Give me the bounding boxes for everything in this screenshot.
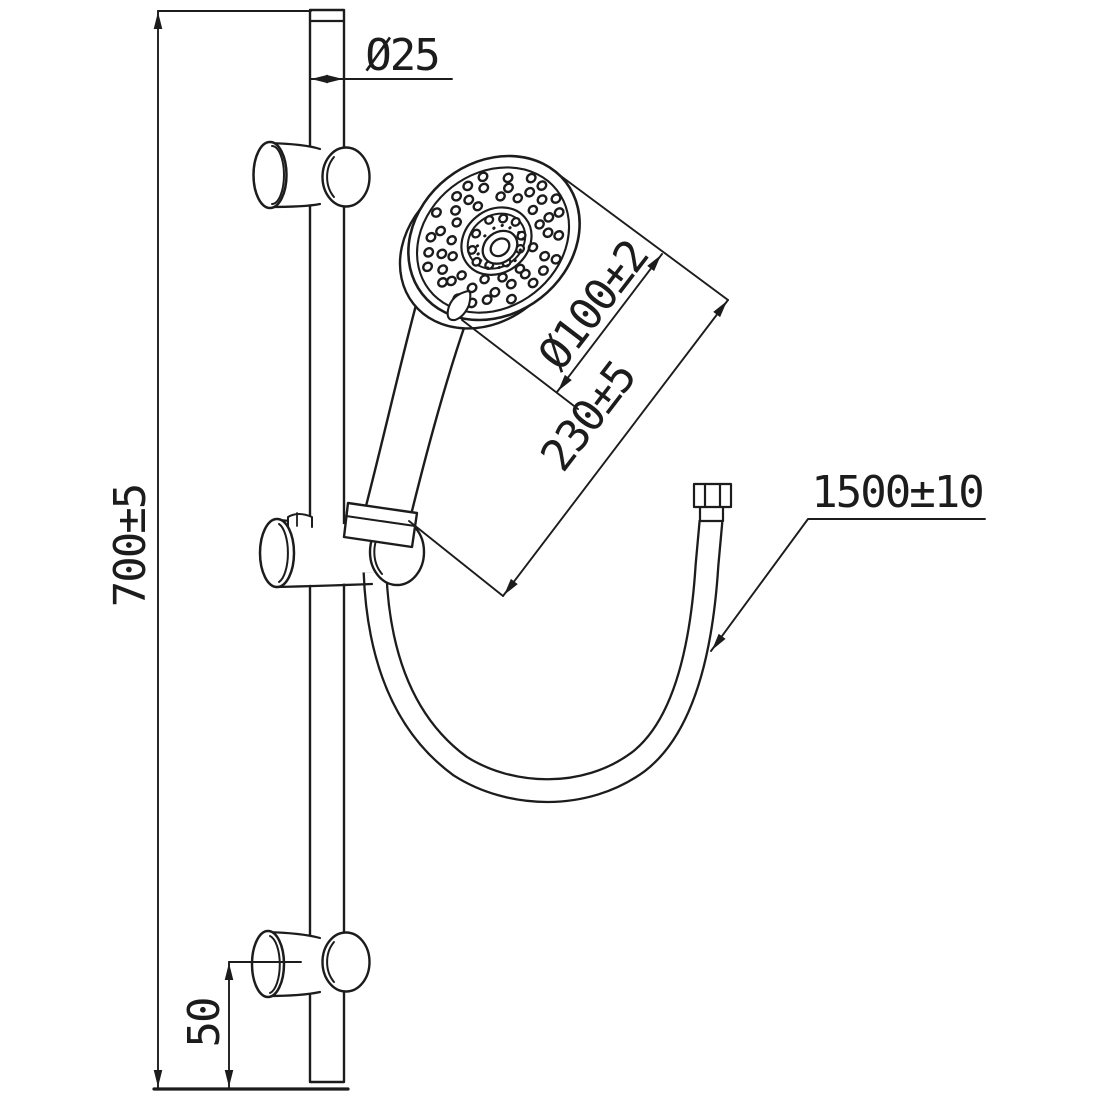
hose-fitting: [692, 482, 733, 523]
fitting-hex-nut: [692, 482, 733, 509]
dim-line-230: [502, 299, 729, 597]
dimension-arrowheads: [153, 12, 727, 1087]
ext-line-head-bottom: [461, 319, 579, 410]
ext-line-head-top: [549, 167, 729, 301]
hand-shower-head: [398, 154, 581, 330]
holder-flange-lip: [278, 523, 289, 583]
bracket-flange-lip: [271, 145, 285, 205]
dim-label-rail-length: 700±5: [105, 484, 156, 608]
nut-band-line: [345, 515, 416, 527]
bracket-cap-lip: [326, 941, 335, 983]
head-center-hole: [489, 237, 511, 258]
bottom-bracket: [250, 929, 371, 999]
dim-label-hose-length: 1500±10: [811, 467, 984, 518]
boss-dot-ring: [475, 223, 525, 270]
ext-line-handle-bottom: [408, 520, 504, 597]
head-mid-ring-outer: [460, 206, 533, 276]
leader-line-hose: [710, 518, 986, 652]
dim-label-rail-diameter: Ø25: [365, 30, 440, 81]
top-bracket: [252, 140, 371, 210]
bracket-end-cap: [321, 931, 371, 993]
shower-hose: [362, 519, 724, 804]
head-inner-rim: [415, 166, 571, 314]
holder-release-clip: [287, 513, 313, 529]
dimension-lines: [152, 10, 986, 1091]
dim-label-bottom-offset: 50: [179, 998, 230, 1048]
bracket-flange: [252, 140, 288, 210]
holder-body-bottom: [274, 582, 374, 589]
bracket-flange-lip: [269, 935, 281, 994]
bracket-cap-lip: [326, 156, 335, 198]
head-pivot-tab: [446, 289, 472, 322]
handle-connector-nut: [342, 501, 419, 549]
bracket-end-cap: [321, 146, 371, 208]
dim-line-100: [556, 253, 663, 393]
bracket-flange: [250, 929, 286, 999]
